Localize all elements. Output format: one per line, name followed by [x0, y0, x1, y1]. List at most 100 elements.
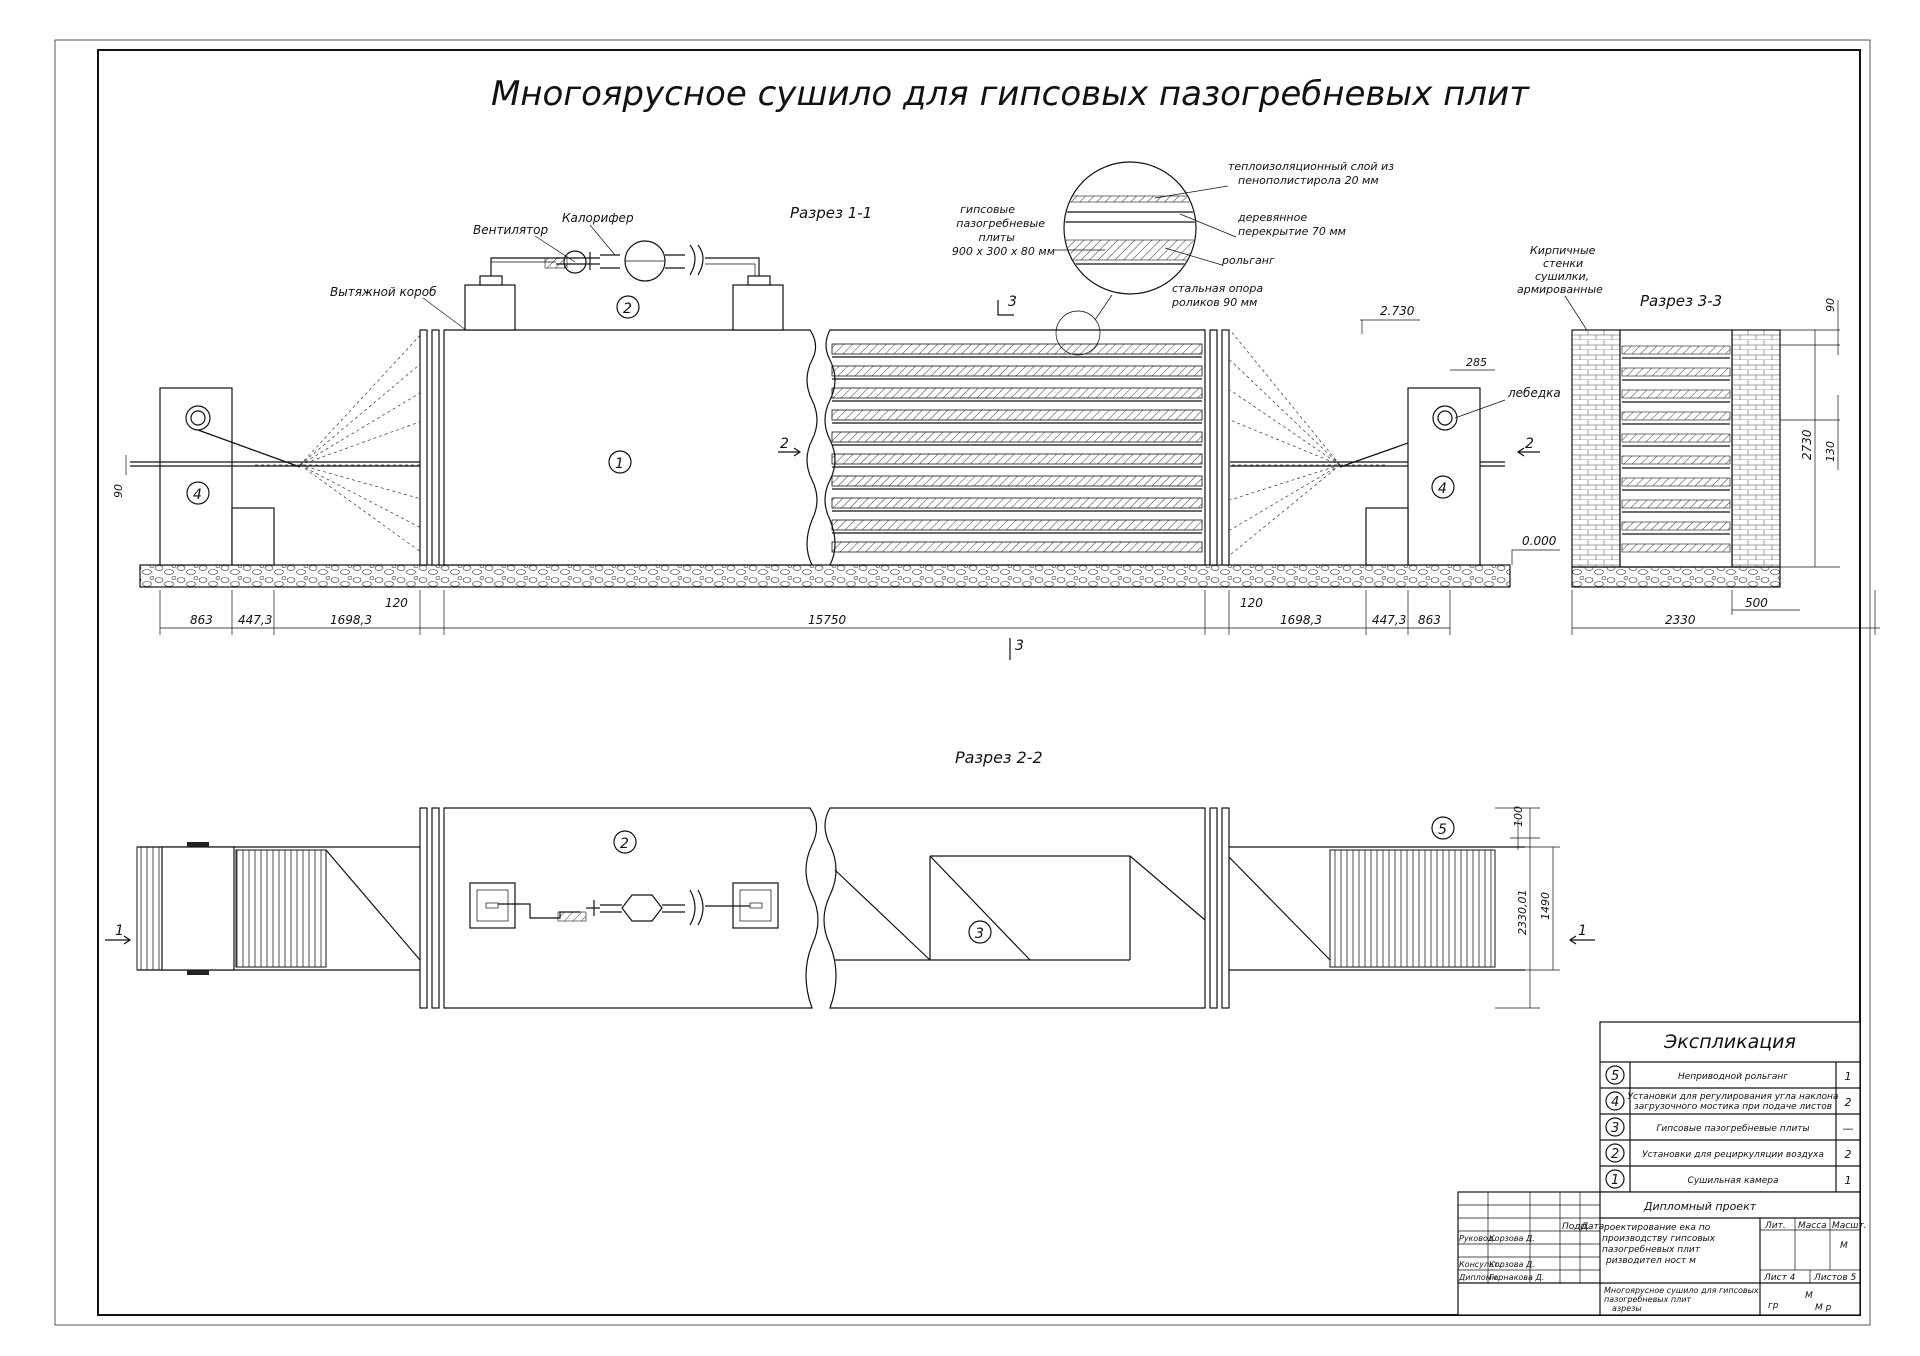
winch-label: лебедка [1507, 386, 1561, 400]
inner-frame [97, 49, 1861, 1316]
pos-2-plan: 2 [620, 836, 629, 852]
pos-5: 5 [1438, 822, 1447, 838]
row-qty: 1 [1845, 1174, 1852, 1187]
explication-row-5: 5 Неприводной рольганг 1 [1605, 1065, 1852, 1085]
dim-15750: 15750 [808, 613, 847, 627]
fan-label: Вентилятор [473, 223, 548, 237]
section-mark-2-left: 2 [780, 436, 789, 452]
floor-gravel [139, 564, 1511, 588]
plate-stack [831, 343, 1203, 553]
level-zero: 0.000 [1522, 534, 1557, 548]
dim-500: 500 [1745, 596, 1768, 610]
plates-label-3: плиты [979, 231, 1016, 244]
dim-447-left: 447,3 [238, 613, 272, 627]
row-qty: 2 [1845, 1148, 1852, 1161]
pos-3: 3 [975, 926, 984, 942]
pos-2-top: 2 [623, 301, 632, 317]
section-1-1: Разрез 1-1 4 1 [112, 160, 1561, 660]
row-name: Неприводной рольганг [1678, 1072, 1788, 1082]
stamp-name-3: Горнакова Д. [1489, 1273, 1544, 1282]
brick-label-2: стенки [1543, 257, 1583, 270]
section-1-label: Разрез 1-1 [790, 204, 872, 222]
explication-row-1: 1 Сушильная камера 1 [1605, 1169, 1852, 1189]
section-mark-3-top: 3 [1008, 294, 1017, 310]
stamp-m: М [1840, 1241, 1848, 1251]
stamp-lit: Лит. [1764, 1221, 1786, 1231]
stamp-org-m2: М р [1815, 1303, 1832, 1313]
stamp-role-2: Консульт. [1459, 1260, 1501, 1269]
support-label-1: стальная опора [1172, 282, 1263, 295]
stamp-sheets: Листов 5 [1813, 1273, 1856, 1283]
dryer-chamber-left [443, 329, 818, 566]
roller-label: рольганг [1221, 254, 1275, 267]
row-num: 1 [1611, 1173, 1619, 1188]
stamp-scale: Масшт. [1832, 1221, 1867, 1231]
detail-circle [1055, 310, 1101, 356]
stamp-desc-4: ризводител ност м [1605, 1256, 1696, 1266]
brick-label-4: армированные [1517, 283, 1603, 296]
pos-4-left: 4 [193, 487, 202, 503]
outer-frame [54, 39, 1871, 1326]
section-3-3: Разрез 3-3 Кирпичные стенки сушилки, арм… [1517, 244, 1880, 635]
stamp-name-2: Корзова Д. [1489, 1260, 1535, 1269]
dim-1698-right: 1698,3 [1280, 613, 1322, 627]
row-num: 3 [1611, 1121, 1619, 1136]
dim-863-right: 863 [1418, 613, 1441, 627]
wood-label-1: деревянное [1237, 211, 1307, 224]
section-3-label: Разрез 3-3 [1640, 292, 1722, 310]
section-2-2: Разрез 2-2 1 2 [105, 748, 1595, 1009]
row-qty: 2 [1845, 1096, 1852, 1109]
dim-2330-01: 2330,01 [1516, 890, 1529, 936]
winch-left-frame [159, 387, 233, 566]
stamp-sheet-title-3: азрезы [1612, 1304, 1642, 1313]
stamp-role-1: Руковод. [1459, 1234, 1496, 1243]
dim-120-right: 120 [1240, 596, 1263, 610]
pos-1: 1 [615, 456, 624, 472]
section-2-label: Разрез 2-2 [955, 748, 1043, 767]
stamp-org-m1: М [1805, 1291, 1813, 1301]
brick-wall-left [1571, 329, 1621, 568]
wood-label-2: перекрытие 70 мм [1238, 225, 1346, 238]
drawing-title: Многоярусное сушило для гипсовых пазогре… [491, 74, 1530, 114]
dim-285: 285 [1466, 356, 1487, 369]
section-mark-1-right: 1 [1578, 923, 1587, 939]
plates-label-1: гипсовые [960, 203, 1015, 216]
stamp-col-date: Дата [1580, 1222, 1604, 1232]
dim-2330: 2330 [1665, 613, 1696, 627]
explication-row-4: 4 Установки для регулирования угла накло… [1605, 1091, 1852, 1112]
insulation-label-1: теплоизоляционный слой из [1228, 160, 1394, 173]
stamp-name-1: Корзова Д. [1489, 1234, 1535, 1243]
row-num: 5 [1611, 1069, 1619, 1084]
level-top: 2.730 [1380, 304, 1415, 318]
brick-label-1: Кирпичные [1530, 244, 1596, 257]
dim-1490: 1490 [1539, 892, 1552, 920]
dim-120-left: 120 [385, 596, 408, 610]
insulation-label-2: пенополистирола 20 мм [1238, 174, 1379, 187]
title-block: Дипломный проект Подп. Дата Руковод. Кор… [1457, 1191, 1867, 1316]
stamp-sheet: Лист 4 [1763, 1273, 1796, 1283]
brick-wall-right [1731, 329, 1781, 568]
winch-left-base [231, 507, 275, 566]
dim-2730: 2730 [1800, 429, 1814, 460]
stamp-mass: Масса [1798, 1221, 1827, 1231]
explication-row-3: 3 Гипсовые пазогребневые плиты — [1605, 1117, 1854, 1137]
row-name: Установки для рециркуляции воздуха [1642, 1150, 1824, 1160]
support-label-2: роликов 90 мм [1171, 296, 1257, 309]
stamp-desc-2: производству гипсовых [1602, 1234, 1716, 1244]
row-num: 2 [1611, 1147, 1619, 1162]
row-name-2: загрузочного мостика при подаче листов [1634, 1102, 1832, 1112]
row-name: Сушильная камера [1688, 1176, 1779, 1186]
dim-90-left: 90 [112, 484, 125, 498]
stamp-sheet-title-2: пазогребневых плит [1604, 1295, 1691, 1304]
row-name: Установки для регулирования угла наклона [1628, 1092, 1839, 1102]
stamp-role-3: Дипломн. [1458, 1273, 1500, 1282]
section-mark-1-left: 1 [115, 923, 124, 939]
stamp-desc-1: роектирование ека по [1603, 1223, 1711, 1233]
row-name: Гипсовые пазогребневые плиты [1656, 1124, 1809, 1134]
exhaust-label: Вытяжной короб [330, 285, 437, 299]
section-mark-2-right: 2 [1525, 436, 1534, 452]
dim-90-right: 90 [1824, 298, 1837, 312]
pos-4-right: 4 [1438, 481, 1447, 497]
section-mark-3-bottom: 3 [1015, 638, 1024, 654]
